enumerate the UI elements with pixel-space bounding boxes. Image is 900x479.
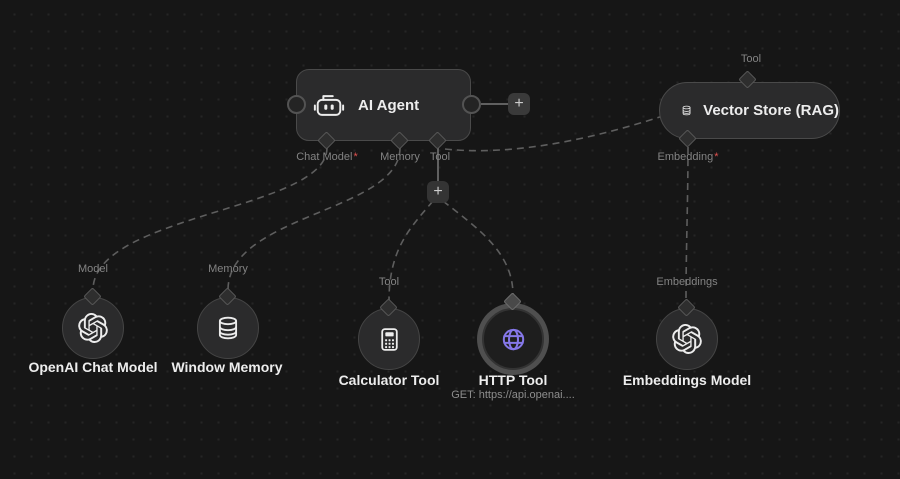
- calculator-icon: [380, 327, 398, 351]
- openai-chat-model-label: OpenAI Chat Model: [28, 359, 158, 375]
- connection-memory[interactable]: [227, 147, 401, 291]
- openai-icon: [672, 324, 702, 354]
- database-icon: [218, 316, 238, 340]
- node-window-memory[interactable]: [197, 297, 259, 359]
- database-icon: [682, 105, 691, 116]
- agent-input-label-tool: Tool: [429, 151, 451, 163]
- agent-output-port[interactable]: [462, 95, 481, 114]
- vector-store-title: Vector Store (RAG): [703, 102, 839, 119]
- connection-chat-model[interactable]: [92, 147, 328, 291]
- vector-store-embedding-label: Embedding*: [657, 151, 719, 163]
- connection-tool-calculator[interactable]: [388, 200, 434, 302]
- openai-chat-model-port-label: Model: [78, 263, 108, 275]
- calculator-tool-label: Calculator Tool: [338, 372, 440, 388]
- http-tool-subtitle: GET: https://api.openai....: [451, 389, 575, 401]
- openai-icon: [78, 313, 108, 343]
- window-memory-port-label: Memory: [208, 263, 248, 275]
- required-asterisk: *: [714, 151, 719, 163]
- node-embeddings-model[interactable]: [656, 308, 718, 370]
- required-asterisk: *: [353, 151, 358, 163]
- connection-embedding[interactable]: [685, 146, 689, 301]
- calculator-tool-port-label: Tool: [378, 276, 400, 288]
- connection-tool-http[interactable]: [442, 200, 514, 296]
- node-ai-agent[interactable]: AI Agent: [296, 69, 471, 141]
- robot-icon: [313, 94, 345, 116]
- globe-icon: [502, 328, 524, 350]
- agent-title: AI Agent: [358, 96, 420, 114]
- agent-input-label-chat-model: Chat Model*: [296, 151, 358, 163]
- agent-add-output-button[interactable]: +: [508, 93, 530, 115]
- agent-input-port[interactable]: [287, 95, 306, 114]
- window-memory-label: Window Memory: [171, 359, 283, 375]
- agent-input-label-memory: Memory: [380, 151, 420, 163]
- http-tool-label: HTTP Tool: [478, 372, 548, 388]
- vector-store-tool-label: Tool: [740, 53, 762, 65]
- node-http-tool[interactable]: [482, 308, 544, 370]
- node-calculator-tool[interactable]: [358, 308, 420, 370]
- node-openai-chat-model[interactable]: [62, 297, 124, 359]
- node-vector-store[interactable]: Vector Store (RAG): [659, 82, 840, 139]
- embeddings-model-label: Embeddings Model: [622, 372, 752, 388]
- embeddings-model-port-label: Embeddings: [656, 276, 718, 288]
- tool-connection-add-button[interactable]: +: [427, 181, 449, 203]
